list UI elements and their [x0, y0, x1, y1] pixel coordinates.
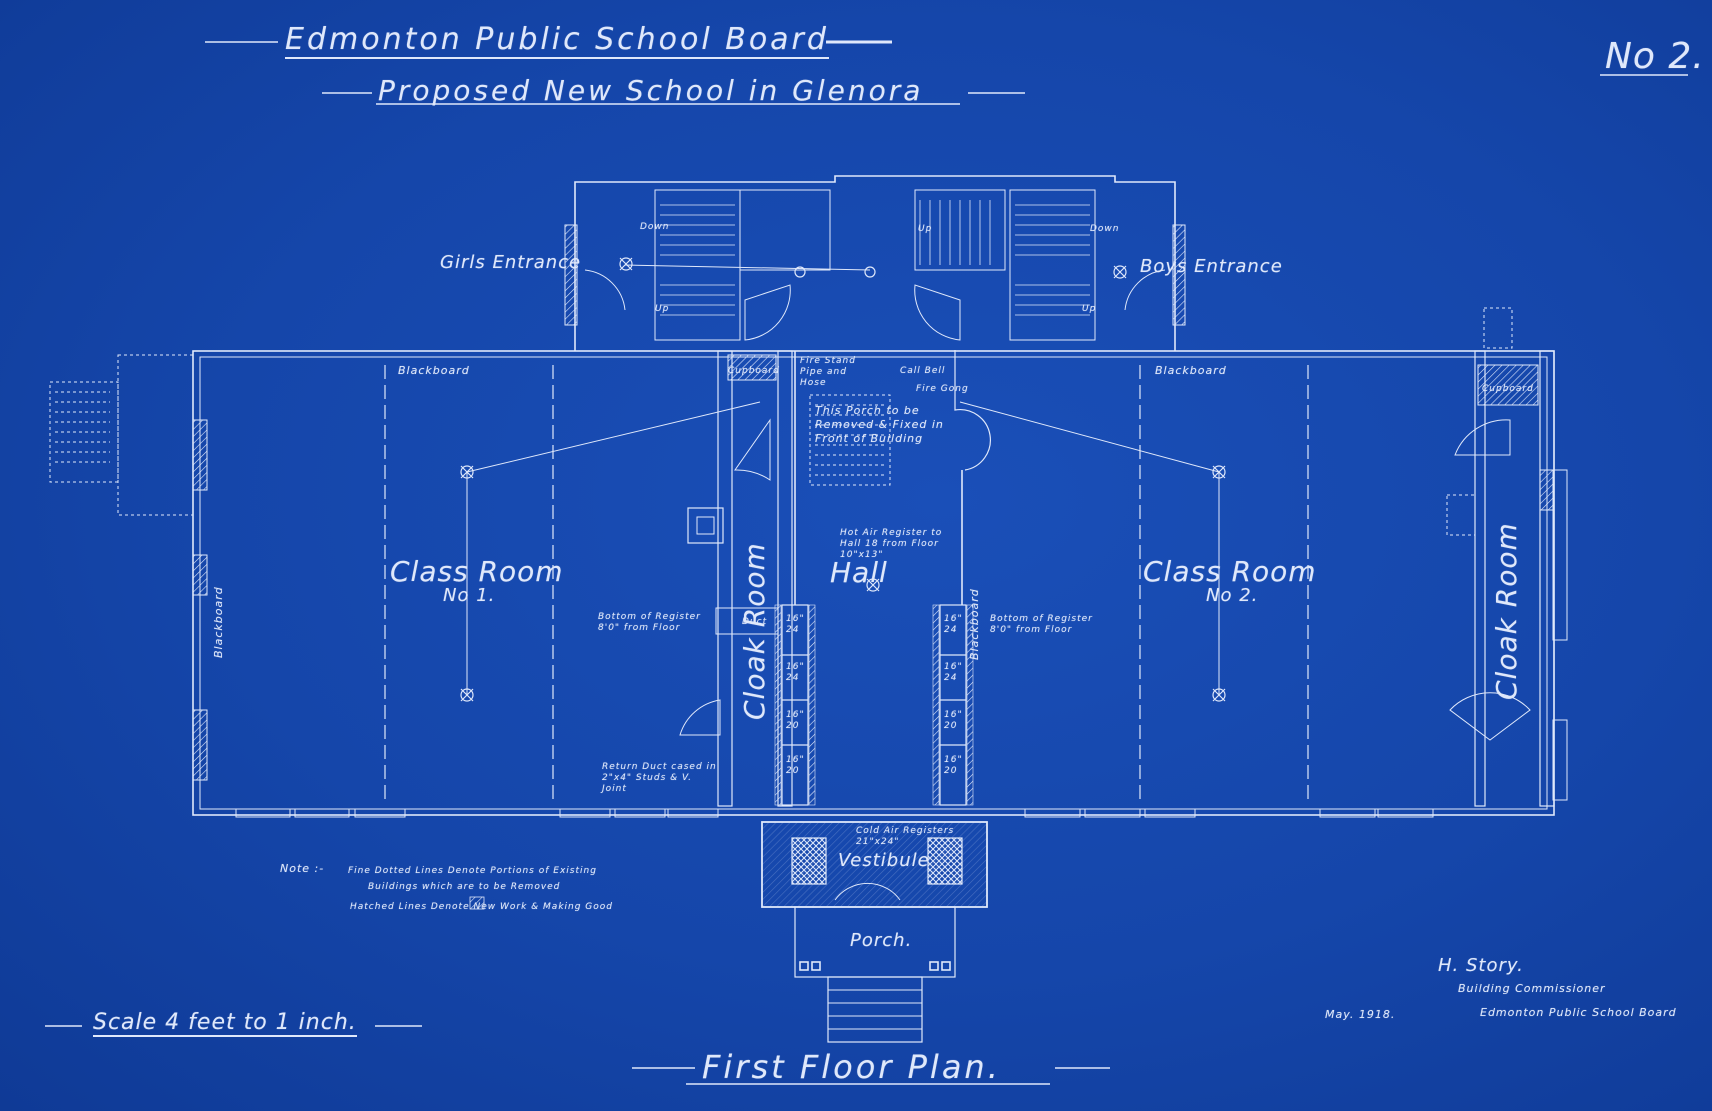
- boys-stair: [1009, 189, 1096, 341]
- call-bell-label: Call Bell: [900, 366, 946, 376]
- vestibule-door: [834, 882, 901, 901]
- cloak-left-lower-door: [679, 699, 721, 736]
- cloak-right-outer: [1539, 350, 1555, 807]
- cloak-left-wall-inner: [777, 350, 793, 807]
- room-divisions: [384, 365, 1309, 805]
- hall-door-right: [914, 284, 961, 341]
- central-landing: [739, 189, 831, 271]
- duct-size-right-4: 16" 20: [944, 755, 963, 776]
- chimney-left: [687, 507, 724, 544]
- note-line-3: Hatched Lines Denote New Work & Making G…: [350, 902, 614, 912]
- duct-size-right-2: 16" 24: [944, 662, 963, 683]
- duct-size-left-2: 16" 24: [786, 662, 805, 683]
- cold-air-register-note: Cold Air Registers 21"x24": [856, 826, 955, 847]
- hall-label: Hall: [830, 556, 888, 589]
- light-fixtures: [460, 257, 1226, 702]
- wiring: [466, 264, 1220, 695]
- duct-size-left-3: 16" 20: [786, 710, 805, 731]
- girls-entrance-door: [584, 269, 626, 311]
- existing-porch: [809, 394, 891, 486]
- bottom-windows: [235, 808, 1434, 818]
- signature-title: Building Commissioner: [1458, 982, 1606, 995]
- up-label-right: Up: [1082, 304, 1097, 314]
- cloak-left-door: [734, 418, 771, 481]
- duct-size-left-1: 16" 24: [786, 614, 805, 635]
- existing-left-structure: [49, 354, 194, 516]
- down-label-right: Down: [1090, 224, 1120, 234]
- duct-size-right-3: 16" 20: [944, 710, 963, 731]
- entrance-block: [574, 175, 1176, 351]
- note-line-1: Fine Dotted Lines Denote Portions of Exi…: [348, 866, 597, 876]
- blackboard-label-west: Blackboard: [212, 586, 225, 658]
- girls-stair: [654, 189, 741, 341]
- date-label: May. 1918.: [1325, 1008, 1396, 1021]
- fire-stand-pipe-label: Fire Stand Pipe and Hose: [800, 356, 856, 388]
- vestibule-register-left: [791, 837, 827, 885]
- existing-right-chimney: [1483, 307, 1513, 349]
- cupboard-label-left: Cupboard: [728, 366, 780, 376]
- register-note-left: Bottom of Register 8'0" from Floor: [598, 612, 701, 633]
- blackboard-label-hall: Blackboard: [968, 588, 981, 660]
- porch-label: Porch.: [850, 930, 913, 951]
- board-title: Edmonton Public School Board: [285, 22, 829, 59]
- up-label-left: Up: [655, 304, 670, 314]
- cloak-room-left-label: Cloak Room: [738, 542, 771, 720]
- cupboard-label-right: Cupboard: [1482, 384, 1534, 394]
- register-note-right: Bottom of Register 8'0" from Floor: [990, 614, 1093, 635]
- note-prefix: Note :-: [280, 862, 325, 875]
- cloak-right-upper-door: [1454, 419, 1511, 456]
- porch-removal-note: This Porch to be Removed & Fixed in Fron…: [815, 404, 944, 445]
- sheet-number: No 2.: [1605, 36, 1705, 77]
- duct-size-left-4: 16" 20: [786, 755, 805, 776]
- hall-door-left: [744, 284, 791, 341]
- porch-steps: [827, 976, 923, 1043]
- stair-treads: [660, 200, 1090, 316]
- boys-entrance-door: [1124, 269, 1166, 311]
- down-label-left: Down: [640, 222, 670, 232]
- scale-label: Scale 4 feet to 1 inch.: [93, 1010, 357, 1037]
- note-line-2: Buildings which are to be Removed: [368, 882, 561, 892]
- boys-entrance-label: Boys Entrance: [1140, 256, 1283, 277]
- return-duct-note: Return Duct cased in 2"x4" Studs & V. Jo…: [602, 762, 717, 794]
- central-landing-2: [914, 189, 1006, 271]
- girls-entrance-label: Girls Entrance: [440, 252, 582, 273]
- cloak-left-wall-outer: [717, 350, 733, 807]
- fire-gong-label: Fire Gong: [916, 384, 969, 394]
- duct-stack-right: [932, 604, 974, 806]
- cloak-right-lower-door: [1449, 692, 1531, 741]
- class-room-1-number: No 1.: [443, 585, 496, 606]
- vestibule-label: Vestibule: [838, 850, 930, 871]
- up-label-center: Up: [918, 224, 933, 234]
- signature-org: Edmonton Public School Board: [1480, 1006, 1677, 1019]
- blackboard-label-right: Blackboard: [1155, 364, 1227, 377]
- signature: H. Story.: [1438, 955, 1524, 976]
- hot-air-register-note: Hot Air Register to Hall 18 from Floor 1…: [840, 528, 943, 560]
- class-room-2-number: No 2.: [1206, 585, 1259, 606]
- plan-title: First Floor Plan.: [702, 1048, 1001, 1086]
- duct-label: Duct: [742, 617, 768, 627]
- blackboard-label-left: Blackboard: [398, 364, 470, 377]
- duct-size-right-1: 16" 24: [944, 614, 963, 635]
- vestibule-register-right: [927, 837, 963, 885]
- cloak-right-wall: [1474, 350, 1486, 807]
- class-room-2-label: Class Room: [1143, 555, 1317, 588]
- project-title: Proposed New School in Glenora: [378, 74, 924, 107]
- cloak-room-right-label: Cloak Room: [1490, 522, 1523, 700]
- class-room-1-label: Class Room: [390, 555, 564, 588]
